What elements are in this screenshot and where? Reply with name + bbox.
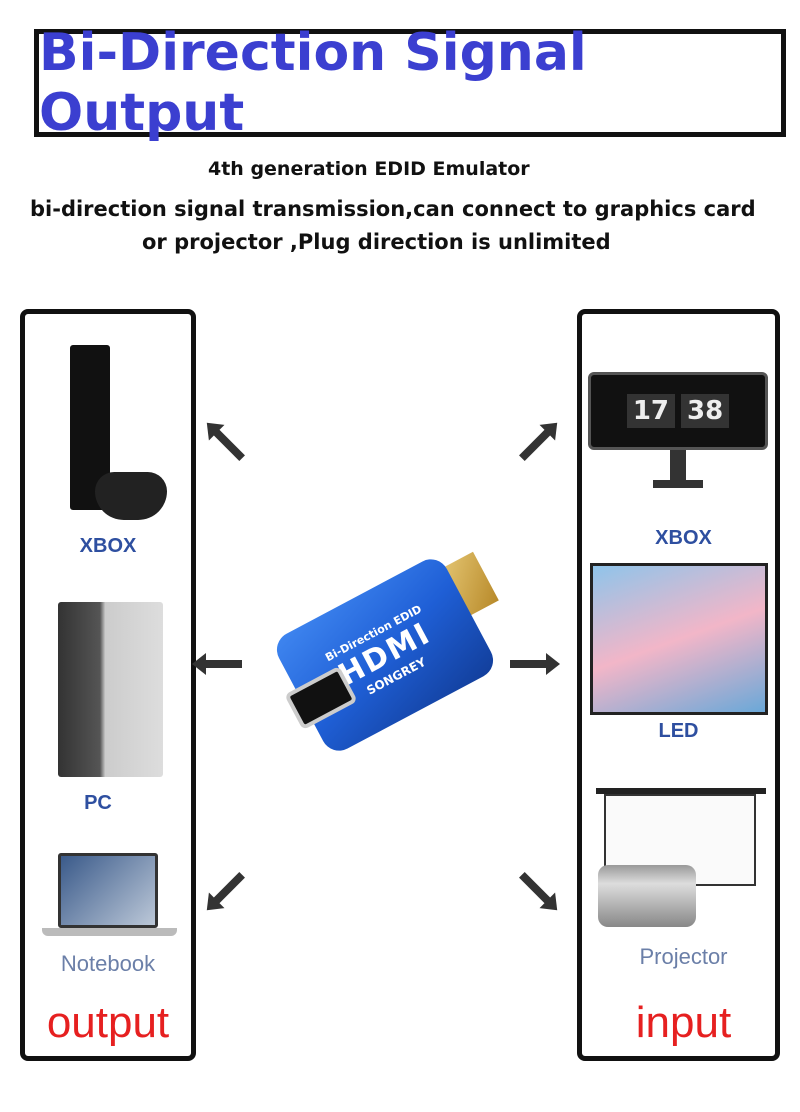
output-item-xbox: XBOX xyxy=(79,535,137,557)
pc-tower-image xyxy=(58,602,163,777)
arrow-left-icon xyxy=(202,660,242,668)
input-label: input xyxy=(635,998,732,1047)
arrow-down-right-icon xyxy=(519,872,553,906)
monitor-stand xyxy=(670,450,686,480)
input-item-led: LED xyxy=(658,720,699,742)
output-label: output xyxy=(46,998,170,1047)
title-banner: Bi-Direction Signal Output xyxy=(34,23,786,143)
arrow-down-left-icon xyxy=(211,872,245,906)
input-item-xbox: XBOX xyxy=(655,527,712,549)
monitor-base xyxy=(653,480,703,488)
gamepad-image xyxy=(95,472,167,520)
input-panel xyxy=(577,309,780,1061)
output-item-notebook: Notebook xyxy=(60,951,156,976)
clock-minute: 38 xyxy=(681,394,730,428)
page-title: Bi-Direction Signal Output xyxy=(39,23,587,143)
description-line-2: or projector ,Plug direction is unlimite… xyxy=(142,230,611,254)
notebook-screen-image xyxy=(58,853,158,928)
arrow-up-left-icon xyxy=(211,427,245,461)
led-wall-image xyxy=(590,563,768,715)
input-item-projector: Projector xyxy=(639,944,728,969)
output-panel xyxy=(20,309,196,1061)
subtitle: 4th generation EDID Emulator xyxy=(208,158,530,180)
arrow-up-right-icon xyxy=(519,427,553,461)
arrow-right-icon xyxy=(510,653,560,675)
description-line-1: bi-direction signal transmission,can con… xyxy=(30,197,756,221)
clock-hour: 17 xyxy=(626,394,675,428)
monitor-image: 17 38 xyxy=(588,372,768,450)
notebook-base-image xyxy=(42,928,177,936)
projector-screen-top xyxy=(596,788,766,794)
output-item-pc: PC xyxy=(84,792,112,814)
projector-image xyxy=(598,865,696,927)
